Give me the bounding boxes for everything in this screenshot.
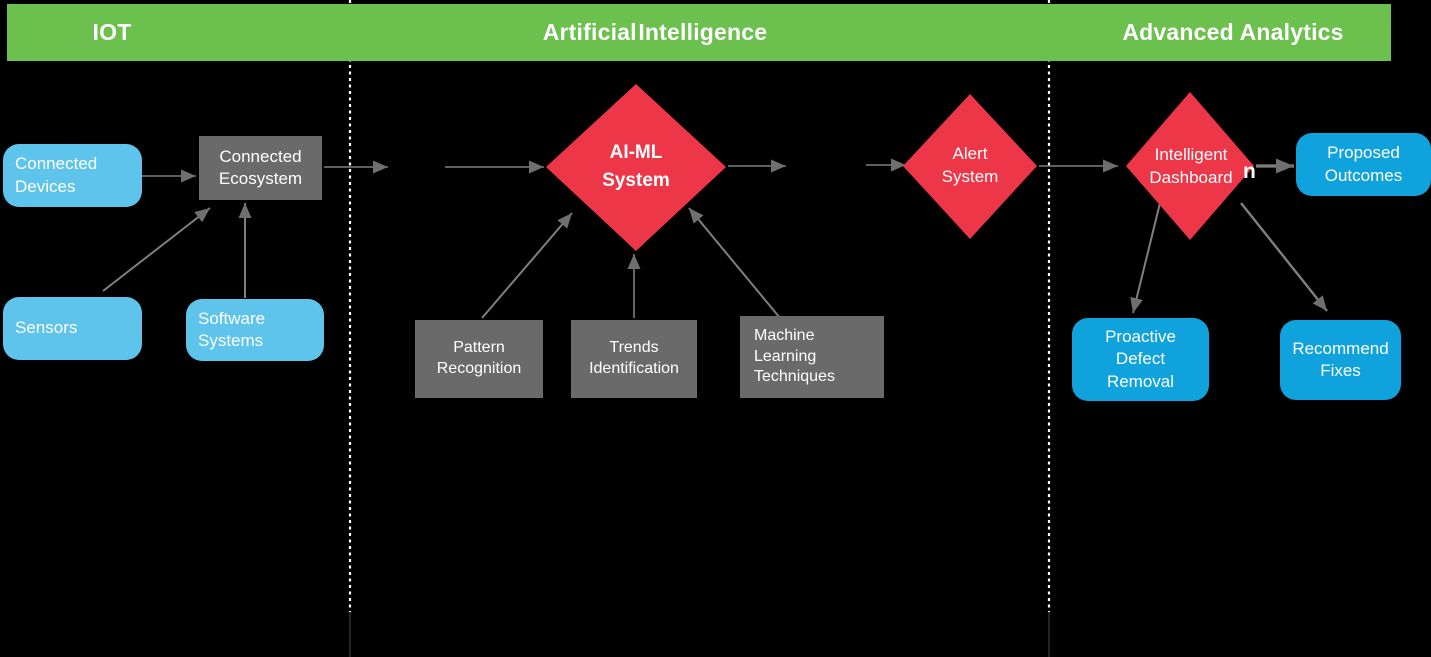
section-title-ai-label: Artificial Intelligence	[542, 19, 768, 45]
node-pattern-recognition: Pattern Recognition	[415, 320, 543, 398]
node-connected-ecosystem: Connected Ecosystem	[199, 136, 322, 200]
node-alert-system-label: Alert System	[941, 144, 999, 186]
diamond-alert-system	[903, 94, 1037, 239]
arrow-ml-techniques-to-ai-ml	[688, 207, 781, 319]
node-recommend-fixes-label: Recommend Fixes	[1292, 338, 1389, 380]
arrow-pattern-recognition-to-ai-ml	[481, 212, 573, 319]
section-title-iot: IOT	[62, 4, 162, 61]
node-connected-devices-label: Connected Devices	[15, 154, 98, 196]
diamond-ai-ml-system	[546, 84, 726, 251]
section-title-advanced-analytics: Advanced Analytics	[1083, 4, 1383, 61]
node-ai-ml-system-label-wrap: AI-ML System	[566, 134, 706, 200]
section-title-iot-label: IOT	[92, 19, 132, 45]
arrow-dashboard-to-proactive-defect-removal	[1130, 202, 1161, 314]
node-software-systems-label: Software Systems	[198, 308, 266, 350]
arrow-sensors-to-ecosystem	[102, 207, 211, 292]
node-proactive-defect-removal: Proactive Defect Removal	[1072, 318, 1209, 401]
node-intelligent-dashboard-label: Intelligent Dashboard	[1149, 145, 1233, 187]
node-connected-ecosystem-label: Connected Ecosystem	[218, 146, 303, 188]
arrow-dashboard-to-recommend-fixes	[1240, 202, 1328, 312]
node-intelligent-dashboard-label-wrap: Intelligent Dashboard	[1126, 138, 1256, 196]
node-proactive-defect-removal-label: Proactive Defect Removal	[1105, 327, 1176, 391]
section-title-advanced-analytics-label: Advanced Analytics	[1122, 19, 1344, 45]
section-title-artificial-intelligence: Artificial Intelligence	[505, 4, 805, 61]
node-trends-identification: Trends Identification	[571, 320, 697, 398]
node-proposed-outcomes-label: Proposed Outcomes	[1324, 143, 1403, 185]
node-software-systems: Software Systems	[186, 299, 324, 361]
node-connected-devices: Connected Devices	[3, 144, 142, 207]
node-machine-learning-techniques-label: Machine Learning Techniques	[754, 326, 835, 386]
node-alert-system-label-wrap: Alert System	[910, 136, 1030, 196]
node-proposed-outcomes: Proposed Outcomes	[1296, 133, 1431, 196]
node-ai-ml-system-label: AI-ML System	[602, 141, 670, 192]
node-sensors: Sensors	[3, 297, 142, 360]
node-trends-identification-label: Trends Identification	[589, 339, 679, 377]
node-pattern-recognition-label: Pattern Recognition	[436, 339, 522, 377]
node-sensors-label: Sensors	[15, 318, 78, 338]
node-recommend-fixes: Recommend Fixes	[1280, 320, 1401, 400]
node-machine-learning-techniques: Machine Learning Techniques	[740, 316, 884, 398]
stray-text-n: n	[1243, 160, 1256, 183]
section-header-band	[7, 4, 1391, 61]
diamond-intelligent-dashboard	[1126, 92, 1254, 240]
